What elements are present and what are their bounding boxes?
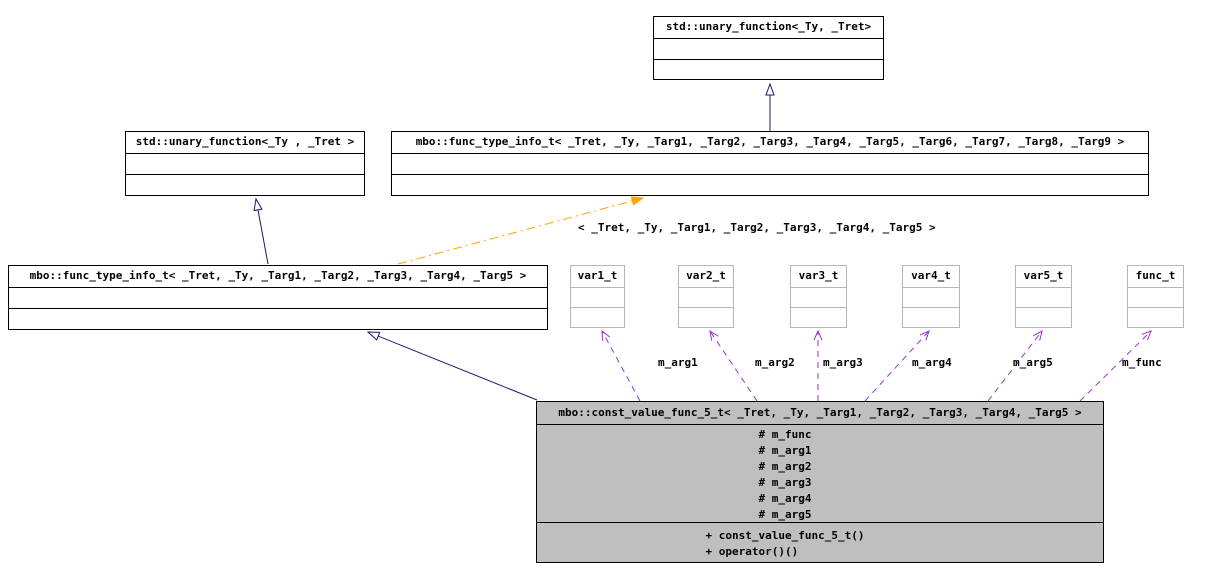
class-title: var3_t	[791, 266, 846, 288]
methods-compartment	[126, 175, 364, 195]
class-box-var3-t[interactable]: var3_t	[790, 265, 847, 328]
method-constructor: + const_value_func_5_t()	[705, 529, 865, 542]
attributes-compartment	[654, 39, 883, 60]
class-box-func-type-info-9[interactable]: mbo::func_type_info_t< _Tret, _Ty, _Targ…	[391, 131, 1149, 196]
methods-compartment	[679, 308, 733, 327]
edge-label-m-arg2: m_arg2	[755, 356, 795, 369]
edge-label-m-arg5: m_arg5	[1013, 356, 1053, 369]
attribute-m-arg3: # m_arg3	[758, 476, 812, 489]
class-box-var1-t[interactable]: var1_t	[570, 265, 625, 328]
class-title: mbo::func_type_info_t< _Tret, _Ty, _Targ…	[392, 132, 1148, 154]
class-title: mbo::const_value_func_5_t< _Tret, _Ty, _…	[537, 402, 1103, 425]
edge-label-m-arg3: m_arg3	[823, 356, 863, 369]
class-box-var2-t[interactable]: var2_t	[678, 265, 734, 328]
class-box-std-unary-function-left[interactable]: std::unary_function<_Ty , _Tret >	[125, 131, 365, 196]
attributes-compartment	[9, 288, 547, 309]
class-title: var5_t	[1016, 266, 1071, 288]
methods-compartment	[1016, 308, 1071, 327]
class-box-std-unary-function-top[interactable]: std::unary_function<_Ty, _Tret>	[653, 16, 884, 80]
class-title: std::unary_function<_Ty , _Tret >	[126, 132, 364, 154]
methods-compartment	[1128, 308, 1183, 327]
attributes-compartment	[1128, 288, 1183, 308]
class-box-var4-t[interactable]: var4_t	[902, 265, 960, 328]
attributes-compartment	[791, 288, 846, 308]
attributes-compartment	[126, 154, 364, 175]
edge-label-m-arg1: m_arg1	[658, 356, 698, 369]
methods-compartment	[571, 308, 624, 327]
attributes-compartment	[392, 154, 1148, 175]
attribute-m-arg2: # m_arg2	[758, 460, 812, 473]
class-title: std::unary_function<_Ty, _Tret>	[654, 17, 883, 39]
methods-compartment	[9, 309, 547, 329]
attribute-m-arg5: # m_arg5	[758, 508, 812, 521]
class-box-func-t[interactable]: func_t	[1127, 265, 1184, 328]
methods-compartment	[654, 60, 883, 80]
attribute-m-arg1: # m_arg1	[758, 444, 812, 457]
methods-compartment	[791, 308, 846, 327]
attributes-compartment	[1016, 288, 1071, 308]
usage-edge-m-arg2	[709, 329, 758, 402]
class-box-var5-t[interactable]: var5_t	[1015, 265, 1072, 328]
methods-compartment	[903, 308, 959, 327]
class-box-const-value-func-5-t[interactable]: mbo::const_value_func_5_t< _Tret, _Ty, _…	[536, 401, 1104, 563]
usage-edge-m-arg1	[601, 329, 641, 402]
methods-compartment: + const_value_func_5_t() + operator()()	[537, 523, 1103, 562]
class-title: var1_t	[571, 266, 624, 288]
class-title: func_t	[1128, 266, 1183, 288]
attributes-compartment	[903, 288, 959, 308]
attributes-compartment: # m_func # m_arg1 # m_arg2 # m_arg3 # m_…	[537, 425, 1103, 523]
inheritance-edge-left	[253, 197, 269, 265]
attributes-compartment	[571, 288, 624, 308]
attributes-compartment	[679, 288, 733, 308]
class-title: mbo::func_type_info_t< _Tret, _Ty, _Targ…	[9, 266, 547, 288]
method-operator-call: + operator()()	[705, 545, 799, 558]
methods-compartment	[392, 175, 1148, 195]
attribute-m-func: # m_func	[758, 428, 812, 441]
class-box-func-type-info-5[interactable]: mbo::func_type_info_t< _Tret, _Ty, _Targ…	[8, 265, 548, 330]
template-args-edge-label: < _Tret, _Ty, _Targ1, _Targ2, _Targ3, _T…	[578, 221, 936, 234]
attribute-m-arg4: # m_arg4	[758, 492, 812, 505]
edge-label-m-func: m_func	[1122, 356, 1162, 369]
class-title: var4_t	[903, 266, 959, 288]
inheritance-edge-bottom	[366, 331, 538, 401]
class-title: var2_t	[679, 266, 733, 288]
edge-label-m-arg4: m_arg4	[912, 356, 952, 369]
